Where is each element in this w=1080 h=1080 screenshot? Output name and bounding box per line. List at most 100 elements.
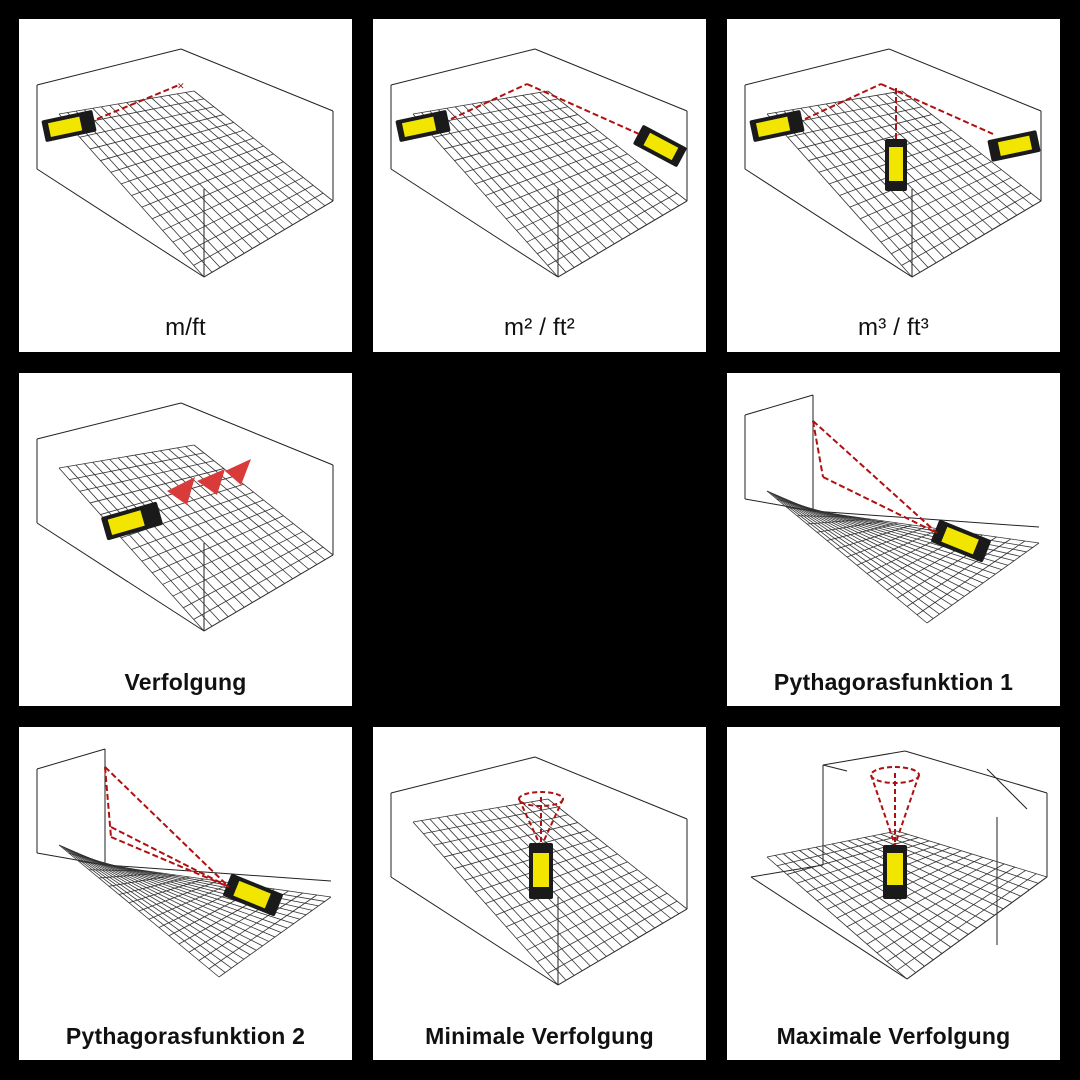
room-line [172,531,304,597]
room-line [475,137,608,185]
caption: m/ft [165,314,206,341]
room-line [886,870,1026,962]
panel-pythagoras-2: Pythagorasfunktion 2 [19,727,352,1060]
room-line [836,524,912,550]
caption: Verfolgung [124,669,247,695]
room-line [787,106,922,138]
room-line [79,460,214,492]
room-line [926,542,1040,624]
room-line [454,830,588,869]
room-line [516,877,648,939]
room-line [36,522,205,632]
room-line [36,48,182,86]
room-line [744,48,890,86]
room-line [100,122,234,161]
room-line [750,876,908,980]
laser-distance-meter-icon [633,125,687,167]
room-line [464,129,598,173]
room-grid-icon [744,394,1040,624]
room-line [36,402,182,440]
room-line [744,168,913,278]
room-line [766,90,903,115]
room-line [485,145,618,196]
caption: Pythagorasfunktion 1 [773,669,1014,695]
room-line [443,822,578,858]
room-line [433,814,568,846]
room-line [110,129,244,173]
room-line [193,546,324,620]
room-line [69,452,205,481]
room-line [534,48,688,112]
room-line [557,908,688,986]
room-line [141,153,274,208]
room-line [58,844,106,866]
room-line [846,856,983,928]
room-line [152,515,284,574]
room-line [98,872,162,879]
tracking-arrows-icon [167,459,251,505]
room-line [180,402,334,466]
room-line [183,538,314,609]
room-box [36,48,334,278]
room-grid-icon [390,756,688,986]
room-line [856,860,994,936]
room-line [218,896,332,978]
room-line [118,876,190,895]
room-line [36,748,106,770]
room-line [744,394,814,416]
room-line [766,490,814,512]
room-line [412,798,549,823]
room-line [526,177,658,243]
room-line [557,200,688,278]
caption: m² / ft² [504,314,575,341]
room-line [516,169,648,231]
laser-distance-meter-icon [41,110,97,142]
room-line [906,876,1048,980]
room-line [888,48,1042,112]
laser-distance-meter-icon [395,110,451,142]
room-line [911,200,1042,278]
laser-distance-meter-icon [883,845,907,899]
laser-distance-meter-icon [529,843,553,899]
laser-distance-meter-icon [885,139,907,191]
room-line [537,892,668,963]
room-line [131,145,264,196]
room-line [906,538,1011,607]
laser-distance-meter-icon [223,873,283,917]
room-line [537,184,668,255]
room-line [916,540,1026,616]
room-line [68,852,120,868]
room-line [495,153,628,208]
room-line [138,880,219,912]
room-line [390,48,536,86]
room-line [180,48,334,112]
room-line [750,864,824,878]
room-line [141,507,274,562]
room-line [796,515,856,518]
room-line [806,843,940,893]
panel-pythagoras-1: Pythagorasfunktion 1 [727,373,1060,706]
room-grid-icon [744,48,1042,278]
room-line [203,200,334,278]
room-line [786,837,919,875]
room-line [534,756,688,820]
laser-cone-icon [870,766,920,846]
room-line [547,192,678,266]
room-line [856,528,941,566]
room-line [162,169,294,231]
room-line [108,874,176,887]
room-line [104,864,332,882]
caption: Minimale Verfolgung [425,1023,654,1049]
room-line [880,177,1012,243]
room-line [766,830,898,858]
room-line [876,866,1016,954]
room-line [797,114,932,150]
room-line [870,169,1002,231]
room-line [849,153,982,208]
laser-distance-meter-icon [987,130,1041,162]
room-line [148,882,233,920]
room-line [826,522,898,541]
caption: Pythagorasfunktion 2 [65,1023,306,1049]
svg-text:✕: ✕ [177,81,185,91]
room-line [89,468,224,504]
